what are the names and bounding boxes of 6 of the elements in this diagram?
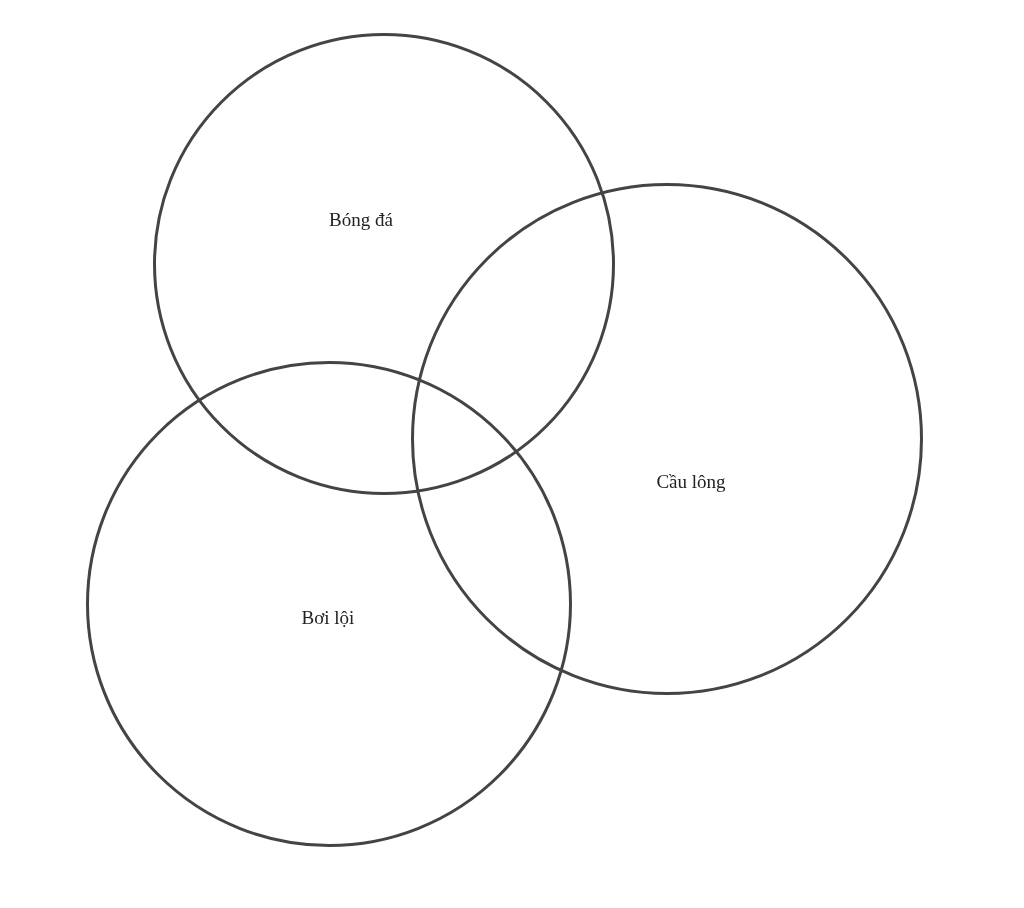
set-label: Bóng đá [329,208,393,232]
set-label: Cầu lông [656,470,726,494]
set-circle [153,33,615,495]
set-circle [86,361,572,847]
set-label: Bơi lội [301,606,355,630]
set-circle [411,183,923,695]
